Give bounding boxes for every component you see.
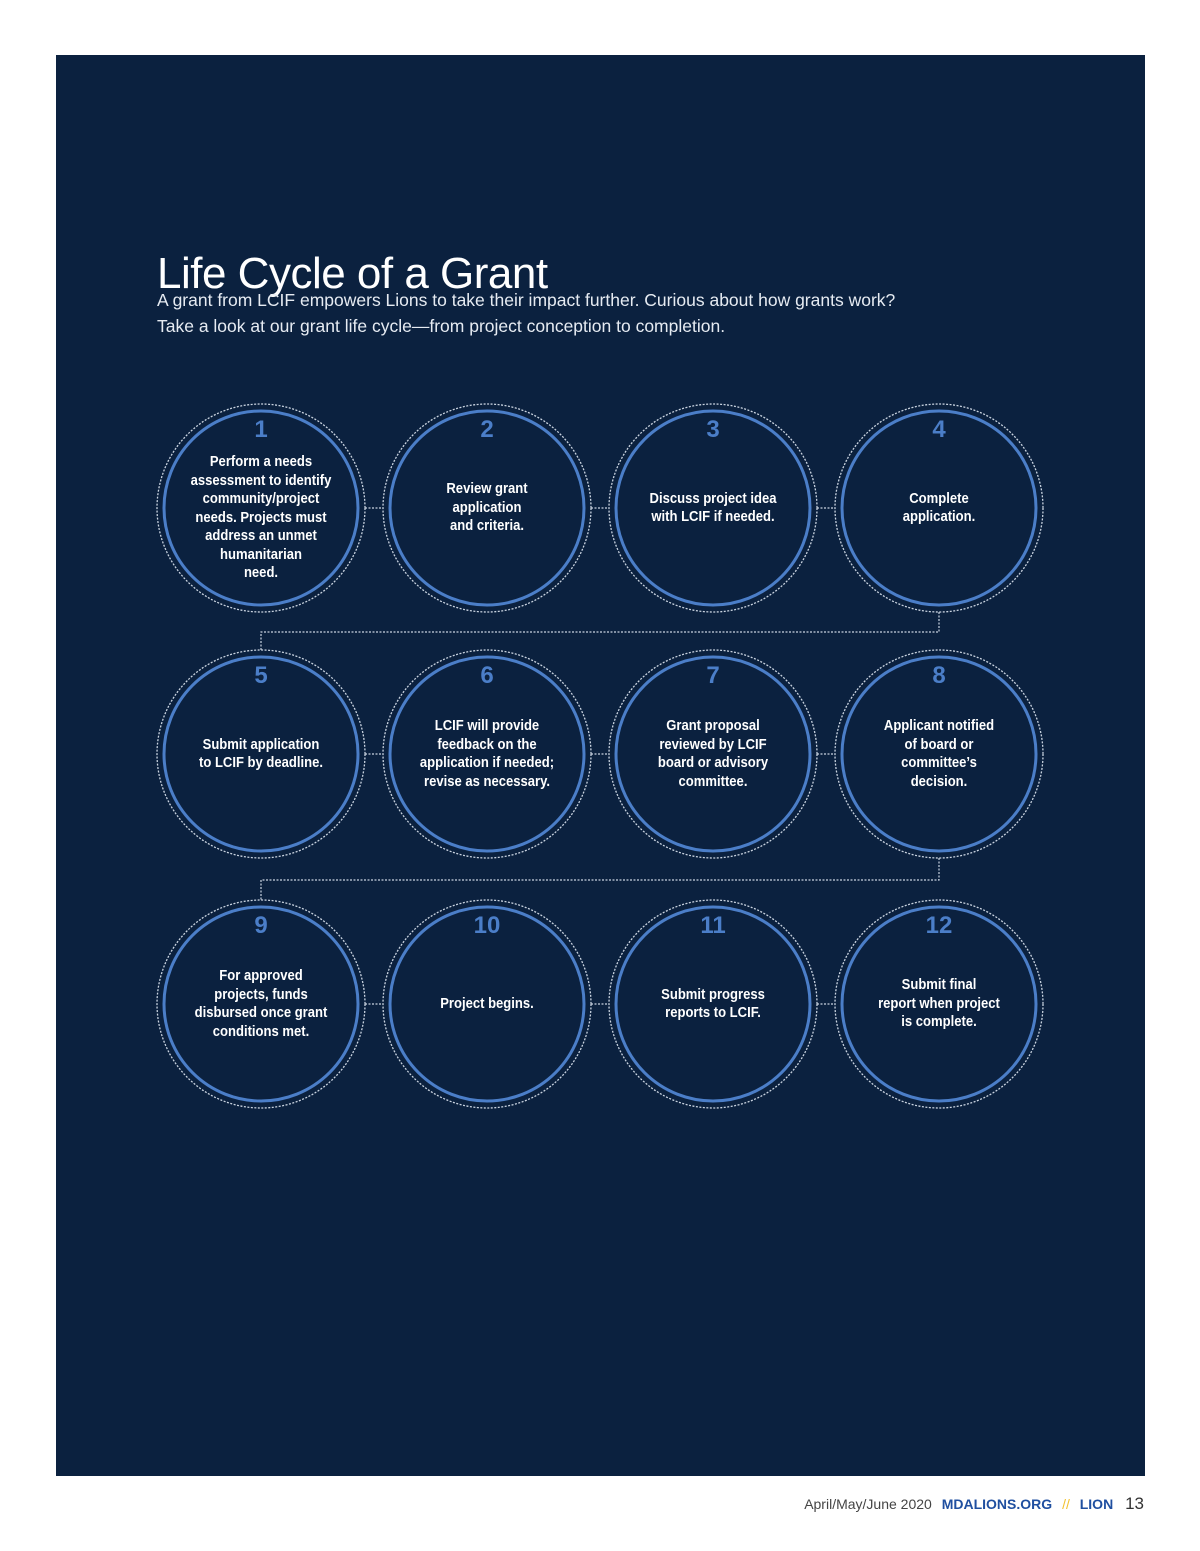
step-circle bbox=[388, 905, 586, 1103]
dotted-ring bbox=[608, 403, 818, 613]
step-text: Applicant notified of board or committee… bbox=[883, 718, 995, 790]
step-circle bbox=[614, 409, 812, 607]
step-number: 10 bbox=[473, 912, 501, 939]
step-text: Submit final report when project is comp… bbox=[878, 977, 1000, 1031]
step-number: 12 bbox=[925, 912, 953, 939]
step-number: 7 bbox=[706, 662, 720, 689]
step-text: Discuss project idea with LCIF if needed… bbox=[649, 490, 777, 526]
footer-site-link[interactable]: MDALIONS.ORG bbox=[941, 1496, 1053, 1512]
dotted-ring bbox=[608, 899, 818, 1109]
footer-magazine: LION bbox=[1079, 1496, 1114, 1512]
step-circle bbox=[162, 905, 360, 1103]
dotted-ring bbox=[156, 403, 366, 613]
footer: April/May/June 2020 MDALIONS.ORG // LION… bbox=[804, 1494, 1144, 1514]
dotted-ring bbox=[834, 899, 1044, 1109]
page-title: Life Cycle of a Grant bbox=[157, 249, 548, 299]
dotted-ring bbox=[382, 403, 592, 613]
step-number: 6 bbox=[480, 662, 494, 689]
dotted-ring bbox=[382, 899, 592, 1109]
row-connector-line bbox=[260, 612, 940, 650]
dotted-ring bbox=[834, 649, 1044, 859]
dotted-ring bbox=[382, 649, 592, 859]
step-number: 11 bbox=[700, 912, 726, 939]
footer-issue: April/May/June 2020 bbox=[804, 1496, 932, 1512]
step-circle bbox=[162, 409, 360, 607]
step-circle bbox=[614, 655, 812, 853]
step-text: LCIF will provide feedback on the applic… bbox=[419, 718, 555, 790]
step-text: Review grant application and criteria. bbox=[446, 481, 528, 535]
dotted-ring bbox=[156, 899, 366, 1109]
step-circle bbox=[840, 655, 1038, 853]
step-text: Complete application. bbox=[902, 490, 976, 526]
step-text: For approved projects, funds disbursed o… bbox=[194, 968, 328, 1040]
step-text: Submit application to LCIF by deadline. bbox=[198, 736, 323, 772]
step-number: 4 bbox=[932, 416, 946, 443]
dotted-ring bbox=[156, 649, 366, 859]
step-number: 1 bbox=[254, 416, 268, 443]
step-circle bbox=[840, 905, 1038, 1103]
step-circle bbox=[388, 409, 586, 607]
step-text: Project begins. bbox=[440, 995, 534, 1012]
step-number: 8 bbox=[932, 662, 946, 689]
step-number: 3 bbox=[706, 416, 720, 443]
step-circle bbox=[388, 655, 586, 853]
step-circle bbox=[162, 655, 360, 853]
page-number: 13 bbox=[1125, 1494, 1144, 1513]
step-number: 9 bbox=[254, 912, 268, 939]
step-text: Grant proposal reviewed by LCIF board or… bbox=[657, 718, 769, 790]
step-circle bbox=[840, 409, 1038, 607]
dotted-ring bbox=[608, 649, 818, 859]
step-circle bbox=[614, 905, 812, 1103]
footer-separator: // bbox=[1062, 1496, 1070, 1512]
step-number: 2 bbox=[480, 416, 494, 443]
intro-text: A grant from LCIF empowers Lions to take… bbox=[157, 290, 896, 336]
step-number: 5 bbox=[254, 662, 268, 689]
row-connector-line bbox=[260, 858, 940, 900]
step-text: Submit progress reports to LCIF. bbox=[661, 986, 765, 1022]
dotted-ring bbox=[834, 403, 1044, 613]
step-text: Perform a needs assessment to identify c… bbox=[190, 454, 332, 582]
